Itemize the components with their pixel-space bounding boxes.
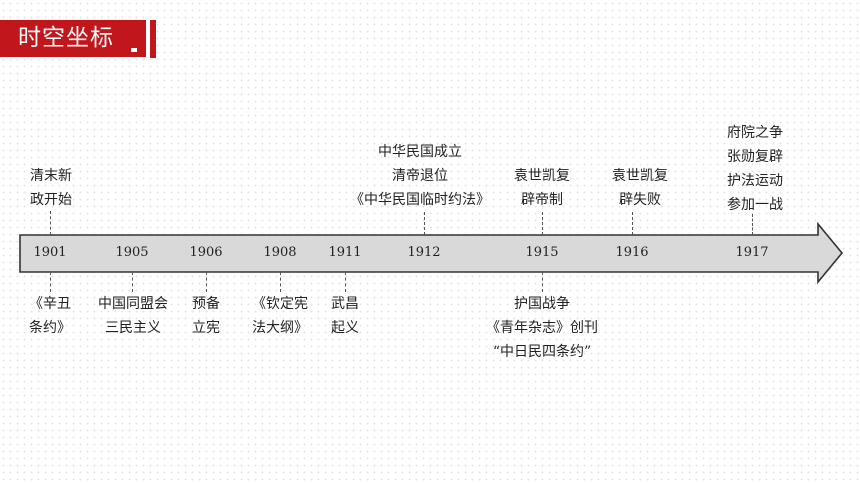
event-1901-above: 清末新 政开始 <box>30 168 72 208</box>
connector-below <box>542 272 543 292</box>
event-1906-below: 预备 立宪 <box>192 296 220 336</box>
event-1915-above: 袁世凯复 辟帝制 <box>514 168 570 208</box>
year-label-1917: 1917 <box>735 245 769 260</box>
year-label-1908: 1908 <box>263 245 297 260</box>
event-1911-below: 武昌 起义 <box>331 296 359 336</box>
connector-below <box>345 272 346 292</box>
year-label-1916: 1916 <box>615 245 649 260</box>
header-corner-mark <box>131 48 137 52</box>
timeline-arrow <box>19 221 844 285</box>
connector-below <box>50 272 51 292</box>
event-1905-below: 中国同盟会 三民主义 <box>98 296 168 336</box>
section-title: 时空坐标 <box>18 25 114 51</box>
connector-above <box>632 212 633 235</box>
year-label-1901: 1901 <box>33 245 67 260</box>
connector-above <box>50 211 51 235</box>
event-1915-below: 护国战争 《青年杂志》创刊 “中日民四条约” <box>486 296 598 360</box>
year-label-1912: 1912 <box>407 245 441 260</box>
event-1901-below: 《辛丑 条约》 <box>29 296 71 336</box>
connector-above <box>752 214 753 235</box>
event-1916-above: 袁世凯复 辟失败 <box>612 168 668 208</box>
event-1912-above: 中华民国成立 清帝退位 《中华民国临时约法》 <box>350 144 490 208</box>
connector-below <box>280 272 281 292</box>
header-accent-bar <box>150 20 156 58</box>
header-underline <box>0 57 146 59</box>
year-label-1911: 1911 <box>328 245 362 260</box>
year-label-1906: 1906 <box>189 245 223 260</box>
connector-above <box>542 212 543 235</box>
connector-below <box>206 272 207 292</box>
year-label-1905: 1905 <box>115 245 149 260</box>
event-1908-below: 《钦定宪 法大纲》 <box>252 296 308 336</box>
section-header <box>0 20 146 58</box>
connector-above <box>424 212 425 235</box>
connector-below <box>132 272 133 292</box>
year-label-1915: 1915 <box>525 245 559 260</box>
event-1917-above: 府院之争 张勋复辟 护法运动 参加一战 <box>727 125 783 213</box>
